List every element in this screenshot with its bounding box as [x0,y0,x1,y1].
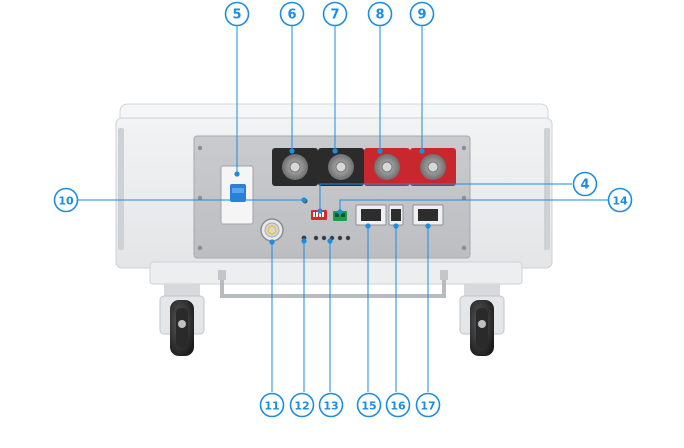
callout-4: 4 [572,171,598,197]
svg-text:9: 9 [417,8,426,23]
callout-15: 15 [356,392,382,418]
svg-text:11: 11 [264,400,279,413]
svg-text:4: 4 [580,178,589,193]
callout-13: 13 [318,392,344,418]
svg-text:12: 12 [294,400,309,413]
callout-12: 12 [289,392,315,418]
svg-text:8: 8 [375,8,384,23]
callout-7: 7 [322,1,348,27]
terminal-positive-1 [364,148,410,186]
rj45-port-3 [412,204,444,226]
svg-text:13: 13 [323,400,338,413]
terminal-positive-2 [410,148,456,186]
rj45-port-1 [355,204,387,226]
callout-11: 11 [259,392,285,418]
svg-text:5: 5 [232,8,241,23]
svg-text:17: 17 [420,400,435,413]
svg-text:16: 16 [390,400,406,413]
circuit-breaker [220,165,254,225]
svg-text:14: 14 [612,195,628,208]
green-connector [333,211,347,221]
leader-lines [78,26,608,392]
dip-switch [311,210,327,220]
svg-text:10: 10 [58,195,74,208]
callout-16: 16 [385,392,411,418]
svg-text:7: 7 [330,8,339,23]
callout-5: 5 [224,1,250,27]
callout-10: 10 [53,187,79,213]
callout-8: 8 [367,1,393,27]
callout-17: 17 [415,392,441,418]
wheel-left [159,284,205,356]
callout-6: 6 [279,1,305,27]
rj45-port-2 [388,204,404,226]
terminal-negative-1 [272,148,318,186]
wheel-right [459,284,505,356]
callout-9: 9 [409,1,435,27]
power-button [260,218,284,242]
led-indicators [313,235,351,241]
terminal-negative-2 [318,148,364,186]
svg-text:15: 15 [361,400,376,413]
leader-dots [234,148,431,245]
callout-14: 14 [607,187,633,213]
svg-text:6: 6 [287,8,296,23]
